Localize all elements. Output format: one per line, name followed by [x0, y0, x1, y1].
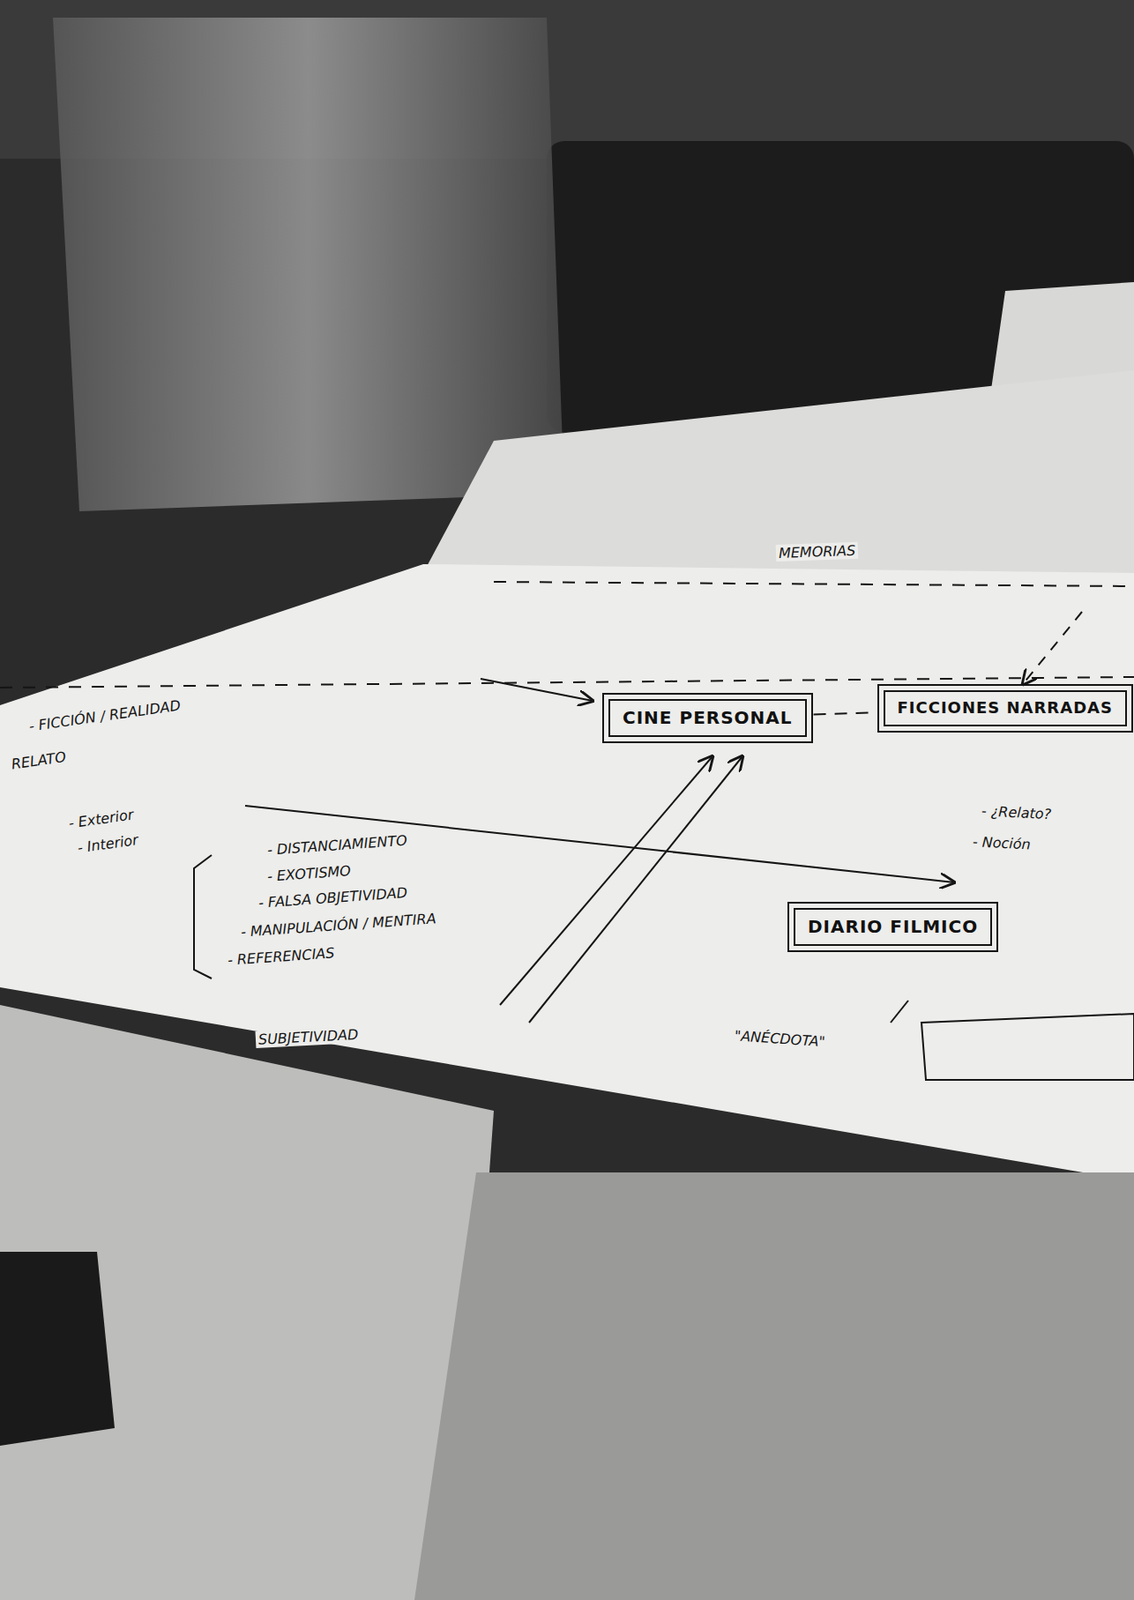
dashed-arrow — [1022, 611, 1082, 685]
leader-line — [890, 1000, 909, 1023]
book — [0, 1005, 494, 1600]
jar — [52, 17, 565, 512]
arrow — [529, 756, 743, 1023]
bracket — [193, 855, 212, 979]
magazine — [414, 1172, 1134, 1600]
arrow — [499, 756, 713, 1006]
arrow — [480, 678, 593, 702]
sketch-box — [921, 1014, 1134, 1081]
dashed-divider — [0, 677, 1134, 688]
process-box: DIARIO FILMICO — [793, 908, 993, 947]
handwritten-note: - Noción — [969, 833, 1035, 854]
handwritten-note: MEMORIAS — [775, 542, 859, 562]
node-text: CINE PERSONAL — [622, 708, 793, 729]
book-graphic — [0, 1252, 115, 1447]
back-paper — [423, 370, 1134, 582]
process-box: FICCIONES NARRADAS — [883, 690, 1128, 727]
process-box: CINE PERSONAL — [608, 699, 807, 738]
node-text: FICCIONES NARRADAS — [897, 699, 1114, 718]
dashed-divider — [493, 581, 1134, 587]
dashed-connector — [813, 712, 877, 715]
node-text: DIARIO FILMICO — [807, 917, 978, 938]
